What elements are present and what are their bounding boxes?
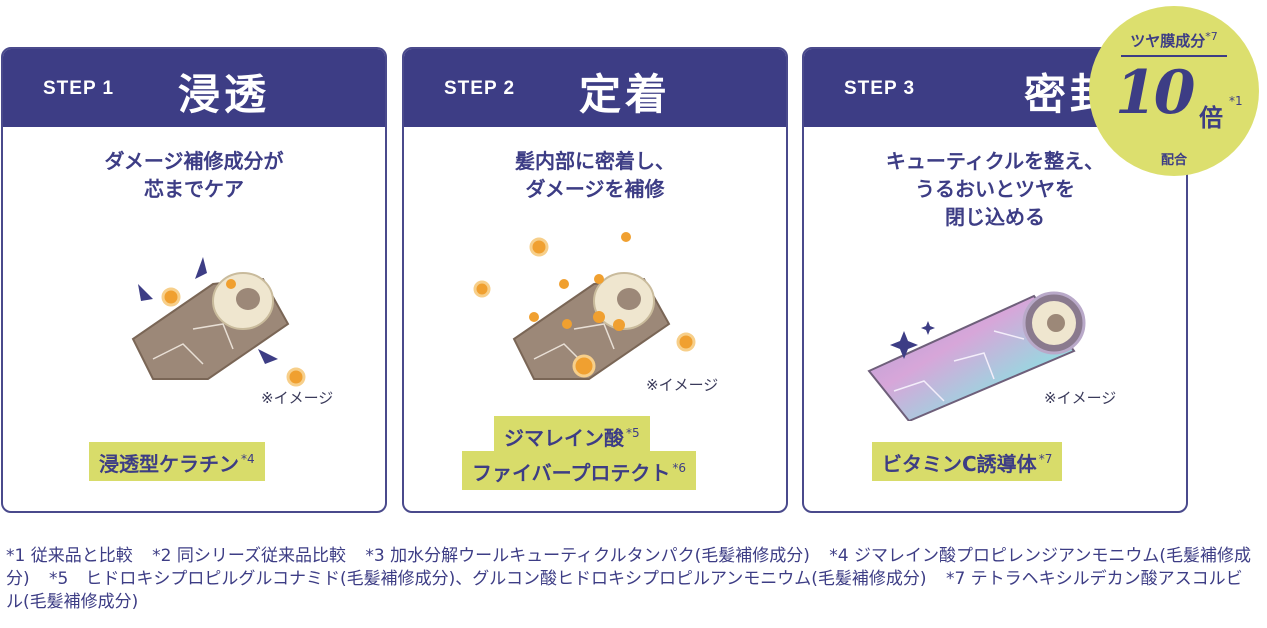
badge-subtext: 配合: [1160, 153, 1187, 168]
footnote: *7 テトラヘキシルデカン酸アスコルビル(毛髪補修成分): [6, 569, 1243, 612]
step-header: STEP 1 浸透: [3, 49, 385, 127]
step-label: STEP 1: [43, 78, 115, 99]
step-description: キューティクルを整え、 うるおいとツヤを 閉じ込める: [804, 147, 1186, 231]
ingredient-tag: ファイバープロテクト*6: [462, 451, 697, 490]
footnote: *4 ジマレイン酸プロピレンジアンモニウム(毛髪補修成分): [6, 546, 1251, 589]
desc-line: 髪内部に密着し、: [515, 149, 675, 173]
step-card-2: STEP 2 定着 髪内部に密着し、 ダメージを補修 ※イメージ ジマレイン酸*…: [402, 47, 788, 513]
footnotes: *1 従来品と比較 *2 同シリーズ従来品比較 *3 加水分解ウールキューティク…: [6, 545, 1256, 614]
desc-line: ダメージを補修: [525, 177, 665, 201]
desc-line: ダメージ補修成分が: [104, 149, 284, 173]
ingredient-tag: ビタミンC誘導体*7: [872, 442, 1063, 481]
badge-number: 10: [1115, 58, 1195, 128]
badge-unit-sup: *1: [1229, 94, 1243, 108]
desc-line: うるおいとツヤを: [915, 177, 1075, 201]
step-title: 浸透: [177, 70, 270, 119]
badge-divider: [1121, 55, 1227, 57]
ingredient-tag: ジマレイン酸*5: [494, 416, 650, 455]
step-card-3: STEP 3 密封 キューティクルを整え、 うるおいとツヤを 閉じ込める ※イメ…: [802, 47, 1188, 513]
step-card-1: STEP 1 浸透 ダメージ補修成分が 芯までケア ※イメージ 浸透型ケラチン*…: [1, 47, 387, 513]
footnote: *3 加水分解ウールキューティクルタンパク(毛髪補修成分): [365, 546, 810, 566]
gloss-ingredient-badge: ツヤ膜成分*7 10 倍 *1 配合: [1089, 6, 1259, 176]
desc-line: 芯までケア: [144, 177, 244, 201]
badge-unit: 倍: [1199, 104, 1223, 132]
desc-line: キューティクルを整え、: [885, 149, 1105, 173]
footnote: *5 ヒドロキシプロピルグルコナミド(毛髪補修成分)、グルコン酸ヒドロキシプロピ…: [49, 569, 927, 589]
hair-adhesion-illustration: [473, 232, 696, 380]
step-description: 髪内部に密着し、 ダメージを補修: [404, 147, 786, 203]
hair-penetration-illustration: [131, 257, 306, 387]
footnote: *1 従来品と比較: [6, 546, 133, 566]
image-note: ※イメージ: [261, 389, 334, 407]
desc-line: 閉じ込める: [945, 205, 1045, 229]
step-label: STEP 3: [844, 78, 916, 99]
step-title: 定着: [578, 70, 671, 119]
footnote: *2 同シリーズ従来品比較: [152, 546, 347, 566]
step-header: STEP 2 定着: [404, 49, 786, 127]
ingredient-tag: 浸透型ケラチン*4: [89, 442, 265, 481]
image-note: ※イメージ: [646, 376, 719, 394]
image-note: ※イメージ: [1044, 389, 1117, 407]
badge-heading: ツヤ膜成分*7: [1130, 30, 1218, 50]
step-label: STEP 2: [444, 78, 516, 99]
hair-sealed-illustration: [867, 291, 1086, 421]
step-description: ダメージ補修成分が 芯までケア: [3, 147, 385, 203]
